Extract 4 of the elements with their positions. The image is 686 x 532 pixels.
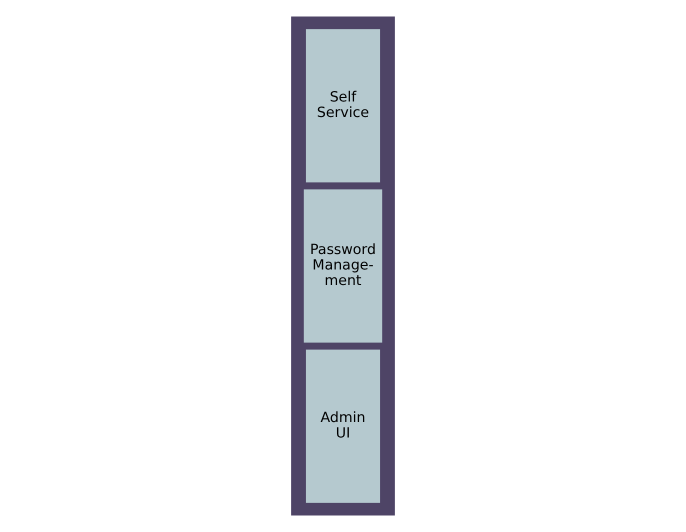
cluster xyxy=(291,16,395,516)
node-box: Password Manage- ment xyxy=(304,189,382,343)
node-box: Self Service xyxy=(306,29,380,182)
node-box: Admin UI xyxy=(306,350,380,503)
